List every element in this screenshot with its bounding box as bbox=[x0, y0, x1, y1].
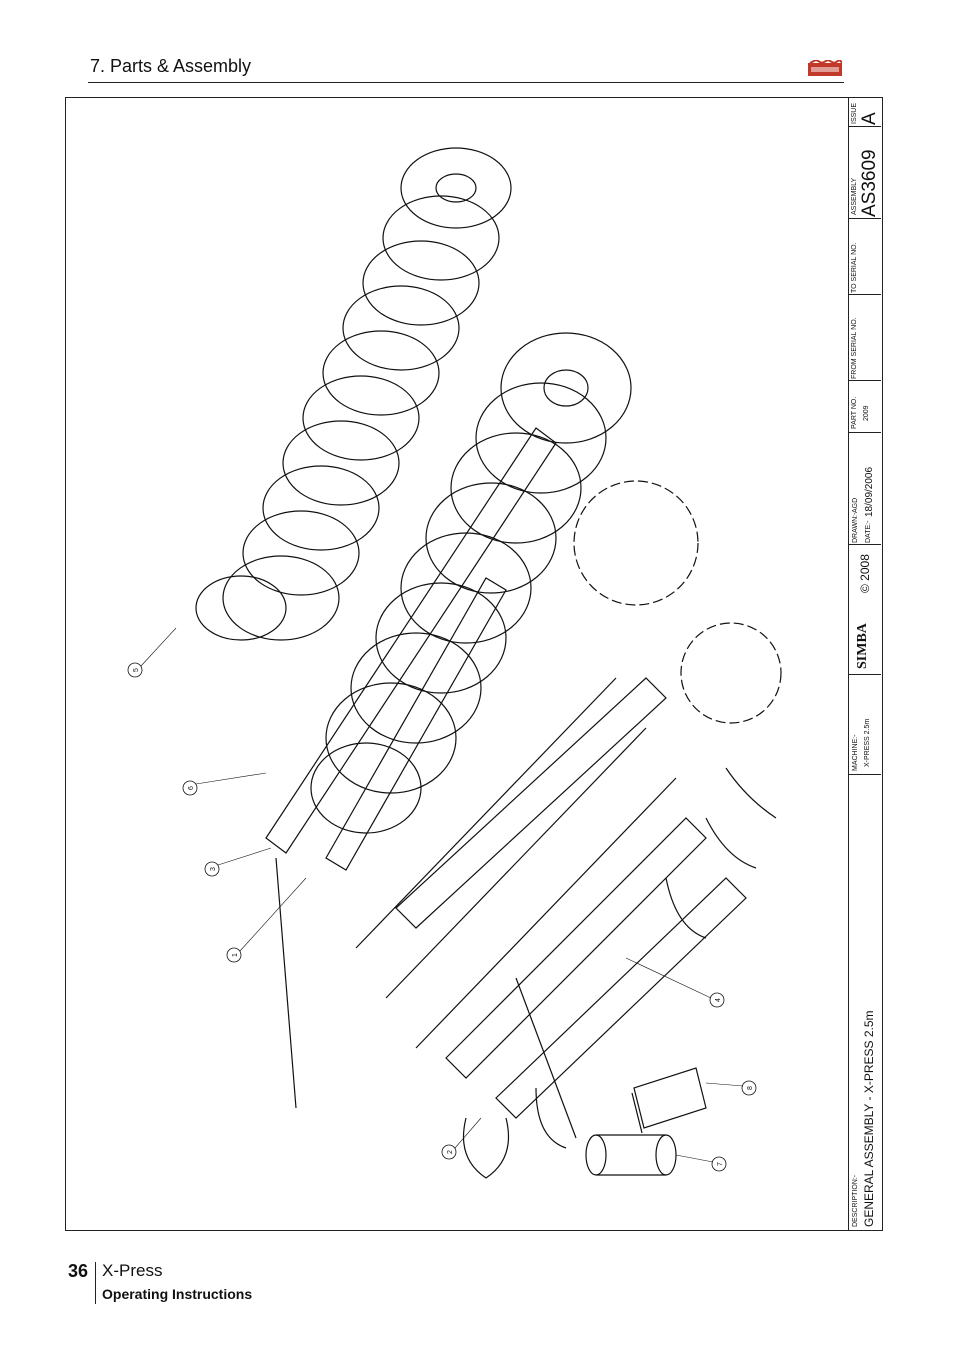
paint-can bbox=[585, 1134, 677, 1176]
section-title: 7. Parts & Assembly bbox=[90, 56, 252, 76]
part-no-value: 2009 bbox=[863, 405, 870, 421]
manual-subtitle: Operating Instructions bbox=[102, 1286, 253, 1302]
machine-label: MACHINE:- bbox=[852, 734, 859, 771]
callout-1: 1 bbox=[232, 953, 239, 957]
issue-value: A bbox=[859, 112, 880, 125]
date-value: 18/09/2006 bbox=[864, 466, 875, 517]
callout-4: 4 bbox=[715, 998, 722, 1002]
machine-value: X-PRESS 2.5m bbox=[864, 718, 871, 767]
callout-3: 3 bbox=[210, 867, 217, 871]
description-cell: DESCRIPTION:- GENERAL ASSEMBLY - X-PRESS… bbox=[849, 774, 881, 1230]
description-value: GENERAL ASSEMBLY - X-PRESS 2.5m bbox=[862, 1010, 876, 1227]
title-block: ISSUE A ASSEMBLY AS3609 TO SERIAL NO. FR… bbox=[848, 98, 882, 1230]
callout-5: 5 bbox=[133, 668, 140, 672]
callout-8: 8 bbox=[747, 1086, 754, 1090]
roller-assembly bbox=[195, 147, 512, 641]
part-no-label: PART NO. bbox=[851, 396, 858, 429]
copyright: © 2008 bbox=[858, 554, 872, 593]
product-name: X-Press bbox=[102, 1261, 163, 1280]
to-serial-cell: TO SERIAL NO. bbox=[849, 218, 881, 294]
drawn-label: DRAWN:- bbox=[852, 512, 859, 543]
assembly-label: ASSEMBLY bbox=[851, 177, 858, 215]
tines bbox=[462, 767, 777, 1179]
drawn-value: AGD bbox=[852, 497, 859, 513]
callout-6: 6 bbox=[188, 786, 195, 790]
drawn-date-cell: DRAWN:- AGD DATE:- 18/09/2006 bbox=[849, 432, 881, 544]
callout-7: 7 bbox=[717, 1162, 724, 1166]
frame-beams bbox=[265, 427, 747, 1139]
header-rule bbox=[88, 82, 844, 83]
to-serial-label: TO SERIAL NO. bbox=[851, 242, 858, 293]
callout-2: 2 bbox=[447, 1150, 454, 1154]
brand-logo: SIMBA bbox=[855, 623, 870, 669]
part-no-cell: PART NO. 2009 bbox=[849, 380, 881, 432]
from-serial-cell: FROM SERIAL NO. bbox=[849, 294, 881, 380]
drawing-frame: 5 6 3 1 4 8 2 7 ISSUE A ASSEMBLY AS3609 … bbox=[65, 97, 883, 1231]
issue-cell: ISSUE A bbox=[849, 98, 881, 126]
simba-logo bbox=[808, 60, 842, 76]
issue-label: ISSUE bbox=[851, 102, 858, 124]
assembly-cell: ASSEMBLY AS3609 bbox=[849, 126, 881, 218]
assembly-drawing: 5 6 3 1 4 8 2 7 bbox=[127, 147, 782, 1179]
date-label: DATE:- bbox=[865, 520, 872, 543]
machine-cell: MACHINE:- X-PRESS 2.5m bbox=[849, 674, 881, 774]
from-serial-label: FROM SERIAL NO. bbox=[851, 317, 858, 379]
description-label: DESCRIPTION:- bbox=[852, 1174, 859, 1227]
brand-cell: © 2008 SIMBA bbox=[849, 544, 881, 674]
page-number: 36 bbox=[68, 1261, 89, 1281]
disc-gang bbox=[310, 332, 632, 834]
footer-divider bbox=[95, 1262, 96, 1304]
assembly-value: AS3609 bbox=[859, 149, 880, 217]
